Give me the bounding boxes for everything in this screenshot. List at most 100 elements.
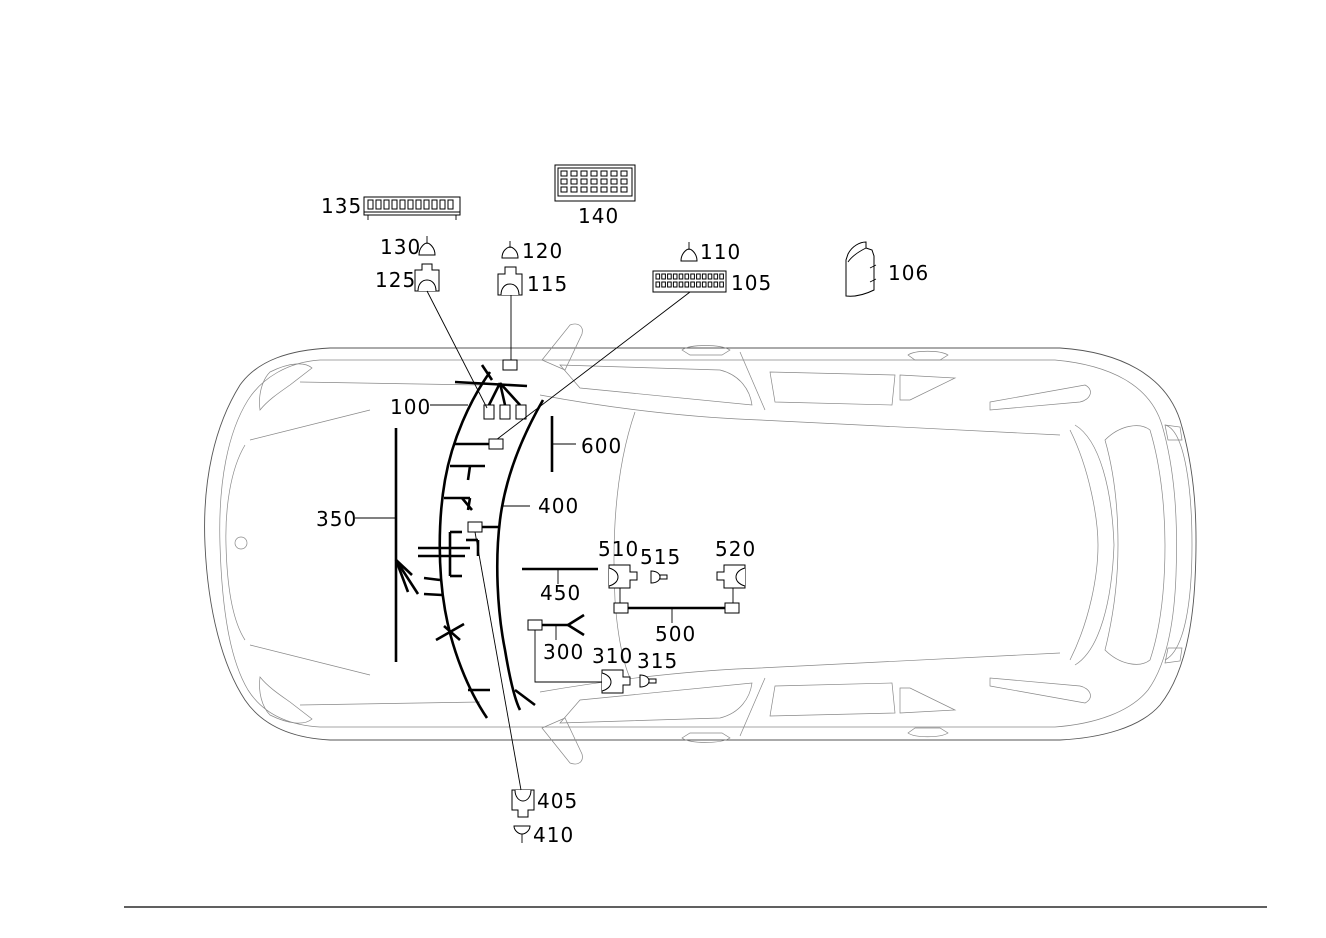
connector-105	[488, 270, 727, 450]
label-500: 500	[655, 622, 696, 646]
connector-105-pin	[678, 273, 684, 280]
connector-105-pin	[667, 273, 672, 280]
label-100: 100	[390, 395, 431, 419]
label-350: 350	[316, 507, 357, 531]
connector-140-pin	[620, 178, 628, 185]
connector-510	[608, 564, 638, 589]
connector-135-pin	[367, 199, 374, 210]
connector-140-pin	[560, 186, 568, 193]
connector-115	[497, 266, 523, 371]
connector-105-pin	[667, 281, 672, 288]
connector-140-pin	[560, 170, 568, 177]
connector-105-pin	[684, 281, 690, 288]
connector-140-pin	[560, 178, 568, 185]
connector-105-pin	[696, 281, 701, 288]
label-105: 105	[731, 271, 772, 295]
connector-140-pin	[570, 170, 578, 177]
terminal-120	[501, 241, 519, 259]
label-410: 410	[533, 823, 574, 847]
connector-125	[414, 263, 488, 409]
connector-140-pin	[590, 178, 598, 185]
connector-135-pin	[399, 199, 406, 210]
cover-106	[845, 241, 877, 297]
connector-105-pin	[713, 281, 719, 288]
connector-105-pin	[707, 281, 713, 288]
connector-140-pin	[570, 178, 578, 185]
connector-105-pin	[713, 273, 719, 280]
label-110: 110	[700, 240, 741, 264]
connector-105-pin	[672, 281, 678, 288]
connector-140	[554, 164, 636, 202]
label-405: 405	[537, 789, 578, 813]
connector-135-pin	[407, 199, 414, 210]
harness-300	[527, 613, 602, 683]
part-labels: 135 140 130 125 120 115 110 105 106 100 …	[316, 194, 929, 847]
connector-140-pin	[610, 178, 618, 185]
connector-140-pin	[580, 178, 588, 185]
connector-520	[716, 564, 746, 589]
terminal-315	[639, 674, 657, 688]
connector-140-pin	[620, 170, 628, 177]
label-315: 315	[637, 649, 678, 673]
label-106: 106	[888, 261, 929, 285]
label-600: 600	[581, 434, 622, 458]
connector-140-pin	[600, 186, 608, 193]
connector-135-pin	[423, 199, 430, 210]
terminal-410	[513, 825, 531, 843]
harness-400	[467, 399, 545, 711]
connector-135-pin	[447, 199, 454, 210]
connector-105-pin	[655, 273, 661, 280]
label-520: 520	[715, 537, 756, 561]
connector-405	[474, 531, 535, 818]
connector-135	[363, 196, 461, 220]
connector-105-pin	[672, 273, 678, 280]
label-300: 300	[543, 640, 584, 664]
harness-450	[522, 567, 598, 584]
connector-105-pin	[655, 281, 661, 288]
label-310: 310	[592, 644, 633, 668]
connector-140-pin	[600, 170, 608, 177]
label-120: 120	[522, 239, 563, 263]
harness-500	[613, 588, 740, 623]
connector-140-pin	[620, 186, 628, 193]
terminal-515	[650, 570, 668, 584]
connector-140-pin	[610, 186, 618, 193]
connector-105-pin	[661, 273, 666, 280]
connector-105-pin	[696, 273, 701, 280]
label-450: 450	[540, 581, 581, 605]
connector-140-pin	[580, 186, 588, 193]
harness-350	[355, 428, 420, 662]
connector-140-pin	[570, 186, 578, 193]
car-body-outline	[204, 323, 1197, 765]
label-125: 125	[375, 268, 416, 292]
label-515: 515	[640, 545, 681, 569]
connector-105-pin	[701, 273, 707, 280]
connector-135-pin	[415, 199, 422, 210]
connector-135-pin	[439, 199, 446, 210]
connector-105-pin	[690, 281, 695, 288]
connector-140-pin	[590, 170, 598, 177]
harness-600	[550, 416, 576, 472]
terminal-130	[418, 236, 436, 256]
label-510: 510	[598, 537, 639, 561]
label-115: 115	[527, 272, 568, 296]
label-130: 130	[380, 235, 421, 259]
connector-105-pin	[661, 281, 666, 288]
connector-105-pin	[684, 273, 690, 280]
connector-140-pin	[610, 170, 618, 177]
connector-105-pin	[707, 273, 713, 280]
label-135: 135	[321, 194, 362, 218]
connector-140-pin	[590, 186, 598, 193]
label-400: 400	[538, 494, 579, 518]
connector-140-pin	[600, 178, 608, 185]
connector-105-pin	[719, 273, 724, 280]
connector-140-pin	[580, 170, 588, 177]
connector-135-pin	[391, 199, 398, 210]
connector-105-pin	[701, 281, 707, 288]
connector-105-pin	[690, 273, 695, 280]
label-140: 140	[578, 204, 619, 228]
connector-135-pin	[383, 199, 390, 210]
connector-105-pin	[719, 281, 724, 288]
connector-135-pin	[431, 199, 438, 210]
